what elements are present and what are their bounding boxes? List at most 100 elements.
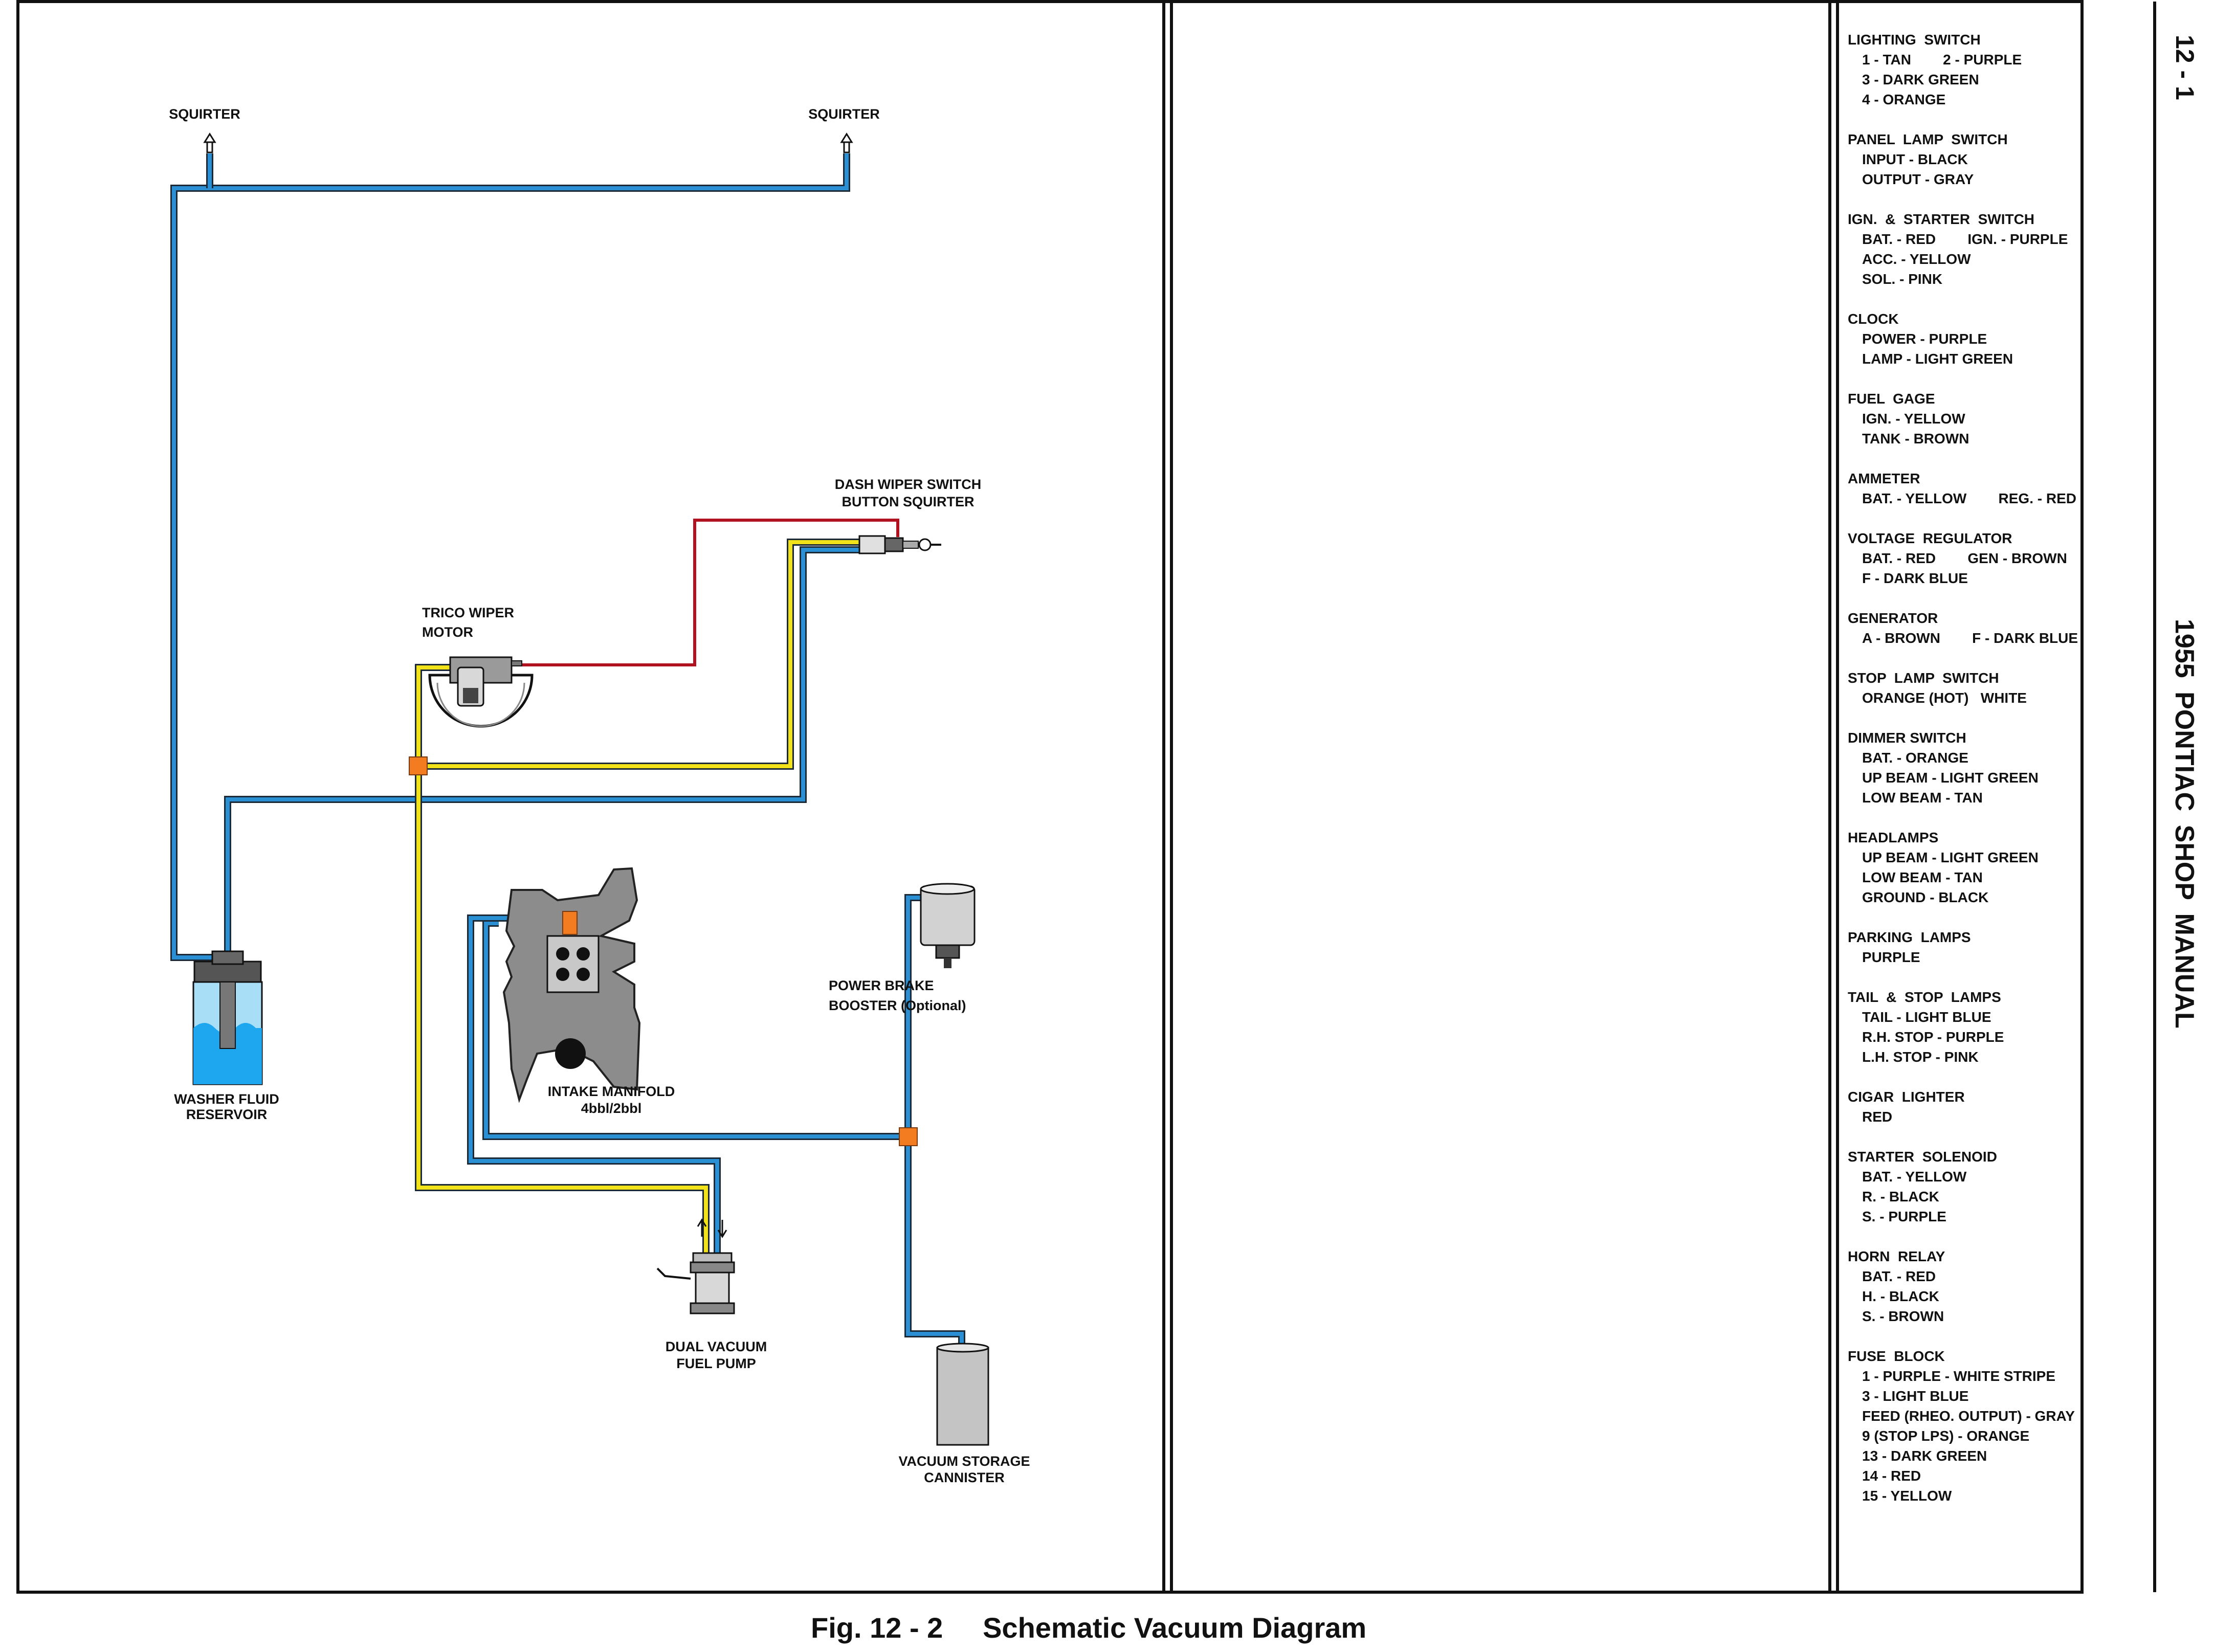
manual-title: 1955 PONTIAC SHOP MANUAL xyxy=(2169,619,2199,1029)
legend-item: S. - BROWN xyxy=(1862,1308,1944,1324)
legend-item: 4 - ORANGE xyxy=(1862,92,1946,107)
canister-label-2: CANNISTER xyxy=(924,1470,1005,1485)
legend-group: VOLTAGE REGULATOR BAT. - RED GEN - BROWN F… xyxy=(1848,528,2078,588)
manifold-booster-line xyxy=(482,894,975,1350)
squirter-right-label: SQUIRTER xyxy=(808,106,880,122)
legend-group-title: GENERATOR xyxy=(1848,610,1938,626)
wire-color-legend: LIGHTING SWITCH 1 - TAN 2 - PURPLE 3 - DAR… xyxy=(1848,30,2078,1526)
reservoir-switch-line xyxy=(224,546,859,962)
legend-item: ORANGE (HOT) WHITE xyxy=(1862,690,2027,706)
fuel-pump-icon xyxy=(656,1218,735,1314)
brake-label-1: POWER BRAKE xyxy=(829,978,934,993)
legend-item: INPUT - BLACK xyxy=(1862,151,1968,167)
squirter-left-label: SQUIRTER xyxy=(169,106,240,122)
legend-item: 13 - DARK GREEN xyxy=(1862,1448,1987,1464)
legend-item: 1 - PURPLE - WHITE STRIPE xyxy=(1862,1368,2056,1384)
legend-item: 3 - LIGHT BLUE xyxy=(1862,1388,1969,1404)
legend-item: BAT. - YELLOW REG. - RED xyxy=(1862,490,2076,506)
legend-item: PURPLE xyxy=(1862,949,1920,965)
wiper-motor-label-2: MOTOR xyxy=(422,624,473,640)
legend-group: LIGHTING SWITCH 1 - TAN 2 - PURPLE 3 - DAR… xyxy=(1848,30,2078,109)
legend-item: LOW BEAM - TAN xyxy=(1862,790,1983,806)
legend-item: 15 - YELLOW xyxy=(1862,1488,1952,1504)
junctions xyxy=(409,756,918,1146)
manifold-label-1: INTAKE MANIFOLD xyxy=(548,1084,675,1099)
legend-item: TANK - BROWN xyxy=(1862,431,1969,447)
legend-item: LOW BEAM - TAN xyxy=(1862,869,1983,885)
figure-caption: Fig. 12 - 2 Schematic Vacuum Diagram xyxy=(811,1612,1367,1644)
squirter-line xyxy=(170,153,850,961)
manifold-pump-line xyxy=(467,914,721,1253)
dash-switch-label-2: BUTTON SQUIRTER xyxy=(842,494,974,509)
outer-frame xyxy=(16,0,2084,1594)
squirter-nozzles xyxy=(203,132,853,153)
intake-manifold-icon xyxy=(502,867,641,1103)
brake-label-2: BOOSTER (Optional) xyxy=(829,998,966,1013)
legend-item: BAT. - RED GEN - BROWN xyxy=(1862,550,2067,566)
yellow-line xyxy=(415,539,859,1253)
junction-blue xyxy=(899,1127,918,1146)
legend-item: 14 - RED xyxy=(1862,1468,1921,1484)
legend-group-title: TAIL & STOP LAMPS xyxy=(1848,989,2001,1005)
legend-item: BAT. - RED IGN. - PURPLE xyxy=(1862,231,2068,247)
wiper-motor-label-1: TRICO WIPER xyxy=(422,605,514,620)
fuel-pump-label-2: FUEL PUMP xyxy=(676,1356,756,1371)
legend-item: R. - BLACK xyxy=(1862,1189,1939,1204)
red-line xyxy=(504,519,899,666)
legend-group: IGN. & STARTER SWITCH BAT. - RED IGN. - P… xyxy=(1848,209,2078,289)
legend-item: 3 - DARK GREEN xyxy=(1862,72,1979,87)
wiper-motor-icon xyxy=(428,656,534,728)
legend-group-title: STOP LAMP SWITCH xyxy=(1848,670,1999,686)
legend-group-title: LIGHTING SWITCH xyxy=(1848,32,1981,48)
legend-group-title: HORN RELAY xyxy=(1848,1248,1945,1264)
manifold-label-2: 4bbl/2bbl xyxy=(581,1101,642,1116)
legend-group-title: CLOCK xyxy=(1848,311,1899,327)
legend-item: RED xyxy=(1862,1109,1893,1125)
squirter-left-icon xyxy=(203,132,216,143)
vacuum-lines xyxy=(170,153,975,1350)
legend-group: STOP LAMP SWITCH ORANGE (HOT) WHITE xyxy=(1848,668,2078,708)
canister-icon xyxy=(936,1343,989,1446)
legend-item: H. - BLACK xyxy=(1862,1288,1939,1304)
legend-item: IGN. - YELLOW xyxy=(1862,411,1965,427)
legend-item: BAT. - ORANGE xyxy=(1862,750,1968,766)
legend-item: UP BEAM - LIGHT GREEN xyxy=(1862,770,2039,786)
legend-group-title: PARKING LAMPS xyxy=(1848,929,1971,945)
legend-group-title: PANEL LAMP SWITCH xyxy=(1848,131,2008,147)
legend-item: 9 (STOP LPS) - ORANGE xyxy=(1862,1428,2030,1444)
legend-group: GENERATOR A - BROWN F - DARK BLUE xyxy=(1848,608,2078,648)
legend-item: ACC. - YELLOW xyxy=(1862,251,1971,267)
legend-group: FUSE BLOCK 1 - PURPLE - WHITE STRIPE 3 - L… xyxy=(1848,1346,2078,1506)
legend-group-title: VOLTAGE REGULATOR xyxy=(1848,530,2012,546)
legend-group-title: AMMETER xyxy=(1848,471,1920,486)
dash-switch-icon xyxy=(858,535,941,554)
legend-item: UP BEAM - LIGHT GREEN xyxy=(1862,850,2039,865)
legend-group-title: IGN. & STARTER SWITCH xyxy=(1848,211,2035,227)
legend-group-title: FUSE BLOCK xyxy=(1848,1348,1945,1364)
legend-group-title: STARTER SOLENOID xyxy=(1848,1149,1997,1165)
legend-item: F - DARK BLUE xyxy=(1862,570,1968,586)
legend-item: 1 - TAN 2 - PURPLE xyxy=(1862,52,2022,68)
legend-item: A - BROWN F - DARK BLUE xyxy=(1862,630,2078,646)
junction-yellow xyxy=(409,756,428,775)
legend-group: PARKING LAMPS PURPLE xyxy=(1848,927,2078,967)
legend-item: GROUND - BLACK xyxy=(1862,889,1989,905)
legend-item: POWER - PURPLE xyxy=(1862,331,1987,347)
dash-switch-label-1: DASH WIPER SWITCH xyxy=(835,477,982,492)
page-number: 12 - 1 xyxy=(2171,35,2199,100)
legend-item: S. - PURPLE xyxy=(1862,1209,1946,1224)
brake-booster-icon xyxy=(920,883,976,968)
legend-item: BAT. - YELLOW xyxy=(1862,1169,1967,1185)
washer-label-1: WASHER FLUID xyxy=(174,1091,279,1107)
legend-group: AMMETER BAT. - YELLOW REG. - RED xyxy=(1848,468,2078,508)
washer-label-2: RESERVOIR xyxy=(186,1107,268,1122)
legend-item: BAT. - RED xyxy=(1862,1268,1936,1284)
legend-item: FEED (RHEO. OUTPUT) - GRAY xyxy=(1862,1408,2075,1424)
